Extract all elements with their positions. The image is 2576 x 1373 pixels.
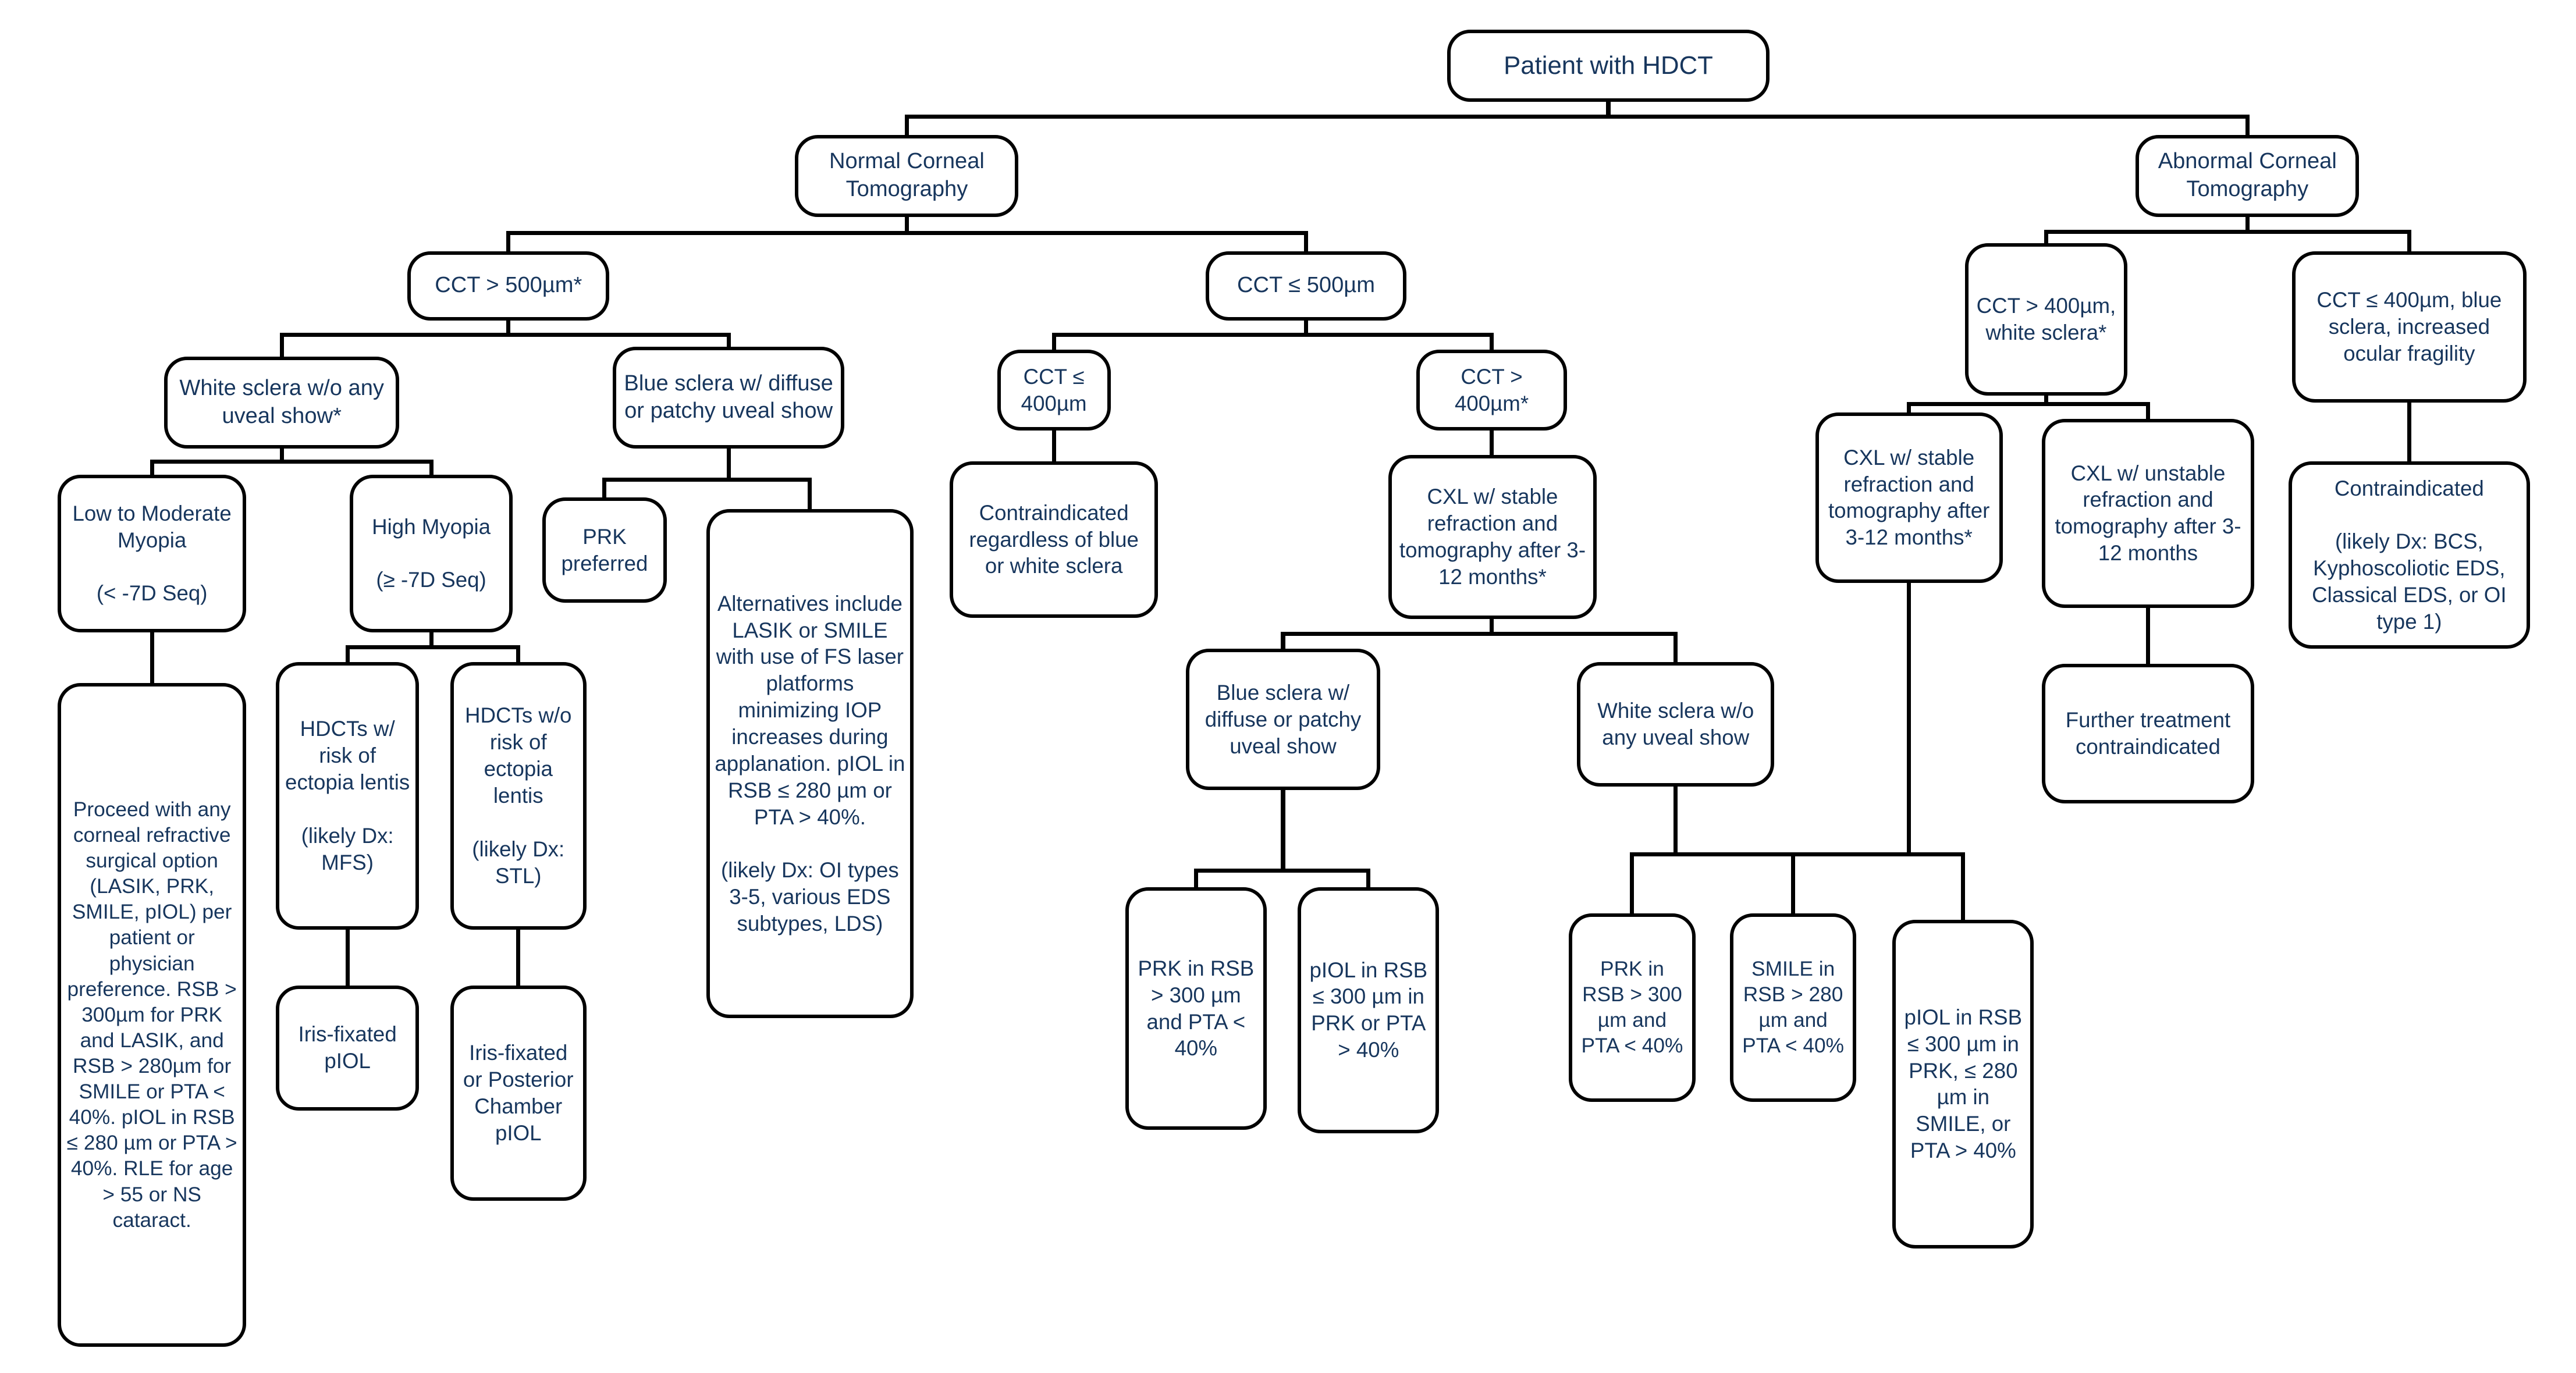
node-piol-rsb-300-smile: pIOL in RSB ≤ 300 µm in PRK, ≤ 280 µm in… [1892, 920, 2034, 1248]
connector-line [1961, 852, 1966, 920]
connector-line [2044, 229, 2411, 234]
connector-line [345, 645, 521, 649]
connector-line [1490, 333, 1494, 350]
node-iris-fixated-piol: Iris-fixated pIOL [276, 985, 419, 1111]
node-further-treatment-contraindicated: Further treatment contraindicated [2042, 663, 2254, 803]
node-cxl-unstable: CXL w/ unstable refraction and tomograph… [2042, 418, 2254, 608]
connector-line [808, 477, 812, 510]
connector-line [2044, 229, 2048, 243]
node-contraindicated-regardless: Contraindicated regardless of blue or wh… [949, 461, 1159, 618]
connector-line [1281, 632, 1678, 636]
connector-line [150, 459, 154, 475]
connector-line [345, 645, 350, 662]
connector-line [1907, 402, 1911, 412]
node-piol-rsb-300-prk: pIOL in RSB ≤ 300 µm in PRK or PTA > 40% [1298, 887, 1440, 1134]
connector-line [1673, 787, 1678, 856]
node-cxl-stable-mid: CXL w/ stable refraction and tomography … [1388, 455, 1597, 620]
connector-line [1051, 430, 1056, 462]
connector-line [1281, 790, 1285, 873]
node-hdct-without-ectopia-risk: HDCTs w/o risk of ectopia lentis (likely… [450, 661, 587, 930]
connector-line [506, 231, 1309, 236]
connector-line [1490, 619, 1494, 636]
node-white-sclera-no-uveal-show: White sclera w/o any uveal show* [164, 356, 400, 449]
node-patient-with-hdct: Patient with HDCT [1447, 29, 1770, 102]
node-cct-gt-500: CCT > 500µm* [407, 251, 610, 321]
connector-line [1490, 430, 1494, 456]
connector-line [1303, 320, 1309, 337]
node-prk-rsb-300-2: PRK in RSB > 300 µm and PTA < 40% [1569, 913, 1696, 1102]
node-blue-sclera-uveal-show-2: Blue sclera w/ diffuse or patchy uveal s… [1186, 649, 1380, 790]
connector-line [506, 320, 511, 337]
connector-line [1193, 868, 1198, 887]
node-cct-le-400: CCT ≤ 400µm [997, 350, 1111, 431]
node-prk-preferred: PRK preferred [542, 497, 667, 603]
node-high-myopia: High Myopia (≥ -7D Seq) [350, 474, 513, 632]
connector-line [516, 645, 521, 662]
connector-line [2044, 396, 2048, 407]
node-blue-sclera-uveal-show: Blue sclera w/ diffuse or patchy uveal s… [613, 346, 845, 449]
node-cct-gt-400: CCT > 400µm* [1416, 350, 1568, 431]
connector-line [150, 459, 434, 464]
connector-line [602, 477, 812, 482]
node-cct-gt-400-white-sclera: CCT > 400µm, white sclera* [1964, 243, 2128, 396]
connector-line [904, 114, 2250, 119]
node-hdct-with-ectopia-risk: HDCTs w/ risk of ectopia lentis (likely … [276, 661, 419, 930]
connector-line [1606, 102, 1611, 119]
connector-line [1791, 852, 1796, 913]
connector-line [726, 448, 731, 482]
connector-line [279, 333, 731, 337]
connector-line [1907, 583, 1911, 856]
connector-line [506, 231, 511, 251]
node-white-sclera-no-uveal-show-2: White sclera w/o any uveal show [1577, 661, 1775, 787]
connector-line [1051, 333, 1494, 337]
node-contraindicated-likely-dx: Contraindicated (likely Dx: BCS, Kyphosc… [2288, 461, 2530, 649]
connector-line [2245, 216, 2250, 234]
connector-line [429, 459, 434, 475]
connector-line [516, 929, 521, 986]
node-low-moderate-myopia: Low to Moderate Myopia (< -7D Seq) [57, 474, 247, 632]
node-normal-corneal-tomography: Normal Corneal Tomography [795, 134, 1019, 217]
connector-line [279, 333, 284, 357]
node-abnormal-corneal-tomography: Abnormal Corneal Tomography [2136, 134, 2360, 217]
connector-line [602, 477, 607, 498]
connector-line [2145, 607, 2150, 664]
connector-line [726, 333, 731, 347]
connector-line [2407, 402, 2411, 462]
connector-line [150, 632, 154, 684]
connector-line [1366, 868, 1371, 887]
node-cxl-stable-right: CXL w/ stable refraction and tomography … [1815, 412, 2003, 584]
connector-line [2145, 402, 2150, 419]
connector-line [279, 448, 284, 464]
connector-line [904, 216, 909, 236]
node-proceed-any-option: Proceed with any corneal refractive surg… [57, 683, 247, 1347]
connector-line [1281, 632, 1285, 649]
node-smile-rsb-280: SMILE in RSB > 280 µm and PTA < 40% [1729, 913, 1857, 1102]
connector-line [1630, 852, 1635, 913]
connector-line [429, 632, 434, 649]
node-iris-fixated-or-posterior-piol: Iris-fixated or Posterior Chamber pIOL [450, 985, 587, 1201]
node-cct-le-500: CCT ≤ 500µm [1206, 251, 1406, 321]
connector-line [345, 929, 350, 986]
node-prk-rsb-300: PRK in RSB > 300 µm and PTA < 40% [1125, 887, 1267, 1130]
connector-line [1673, 632, 1678, 662]
connector-line [1303, 231, 1309, 251]
connector-line [2245, 114, 2250, 135]
connector-line [2407, 229, 2411, 251]
node-alternatives-lasik-smile: Alternatives include LASIK or SMILE with… [706, 509, 914, 1019]
connector-line [1051, 333, 1056, 350]
connector-line [1907, 402, 2150, 407]
connector-line [1193, 868, 1371, 873]
connector-line [904, 114, 909, 135]
node-cct-le-400-blue-sclera: CCT ≤ 400µm, blue sclera, increased ocul… [2291, 251, 2527, 403]
connector-line [1630, 852, 1966, 856]
